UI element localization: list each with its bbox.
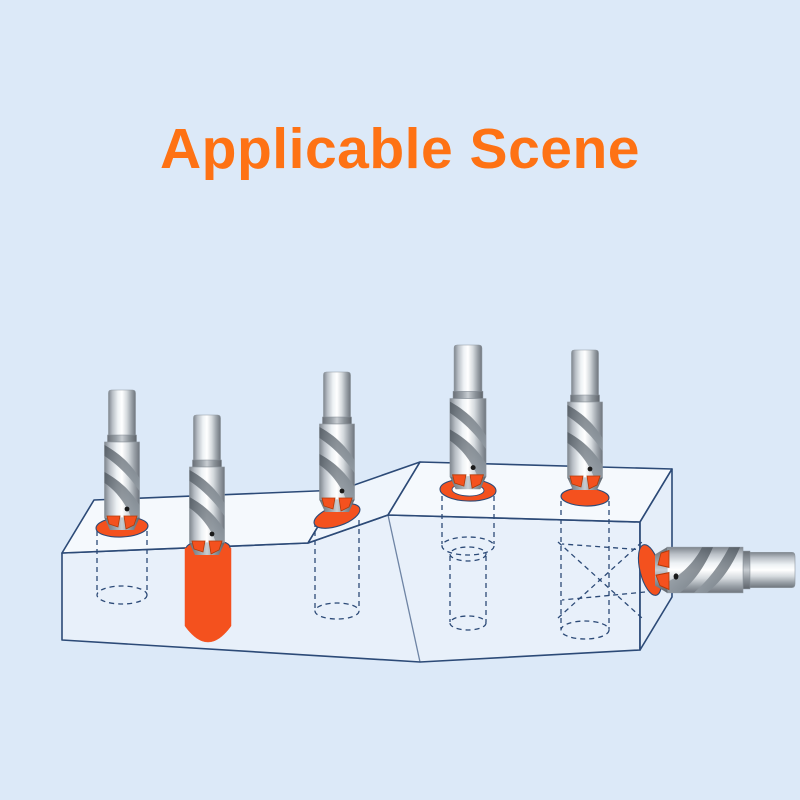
- open-slot-section: [184, 547, 232, 643]
- block-upper-top-face: [387, 461, 673, 523]
- vertical-drill-4: [449, 344, 487, 490]
- vertical-drill-3: [319, 371, 355, 513]
- vertical-drill-2: [189, 414, 225, 556]
- hidden-hole-lines: [96, 496, 646, 640]
- horizontal-drill-6: [654, 546, 796, 594]
- page-title: Applicable Scene: [159, 117, 640, 181]
- vertical-drill-1: [104, 389, 140, 531]
- block-crease-edge: [387, 514, 421, 663]
- vertical-drill-5: [567, 349, 603, 491]
